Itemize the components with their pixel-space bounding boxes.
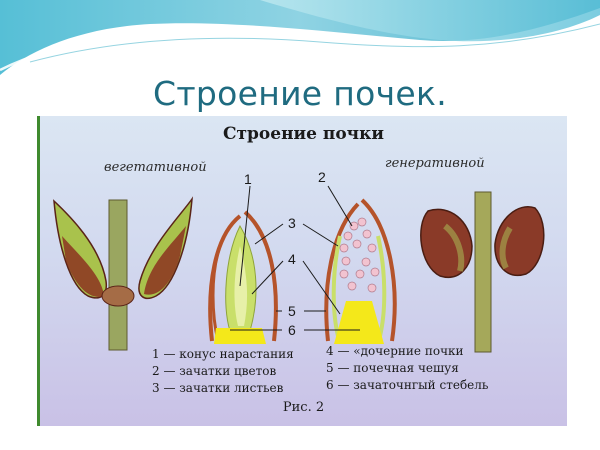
slide-title: Строение почек. <box>152 74 447 113</box>
legend-item: 6 — зачаточнгый стебель <box>326 378 489 392</box>
legend-right: 4 — «дочерние почки 5 — почечная чешуя 6… <box>326 343 488 394</box>
figure-caption: Рис. 2 <box>282 400 325 415</box>
generative-bud-illustration <box>420 191 545 353</box>
legend-item: 3 — зачатки листьев <box>152 381 284 395</box>
bud-diagram-illustration: 1 2 3 4 5 6 <box>53 169 545 353</box>
bud-structure-figure: 1 2 3 4 5 6 Строение почки вегетативной … <box>37 116 567 426</box>
figure-title: Строение почки <box>222 124 384 144</box>
generative-bud-section <box>324 198 397 344</box>
callout-arrows <box>230 185 360 331</box>
generative-label: генеративной <box>385 156 485 171</box>
legend-left: 1 — конус нарастания 2 — зачатки цветов … <box>152 346 294 397</box>
legend-item: 2 — зачатки цветов <box>152 364 277 378</box>
callout-5: 5 <box>288 303 296 319</box>
legend-item: 4 — «дочерние почки <box>326 344 464 358</box>
vegetative-label: вегетативной <box>104 160 207 175</box>
decorative-wave-header <box>0 0 600 75</box>
callout-4: 4 <box>288 251 296 267</box>
callout-1: 1 <box>244 171 252 187</box>
callout-2: 2 <box>318 169 326 185</box>
legend-item: 1 — конус нарастания <box>152 347 294 361</box>
vegetative-bud-illustration <box>53 196 193 351</box>
legend-item: 5 — почечная чешуя <box>326 361 459 375</box>
vegetative-bud-section <box>208 210 278 344</box>
callout-3: 3 <box>288 215 296 231</box>
callout-6: 6 <box>288 322 296 338</box>
